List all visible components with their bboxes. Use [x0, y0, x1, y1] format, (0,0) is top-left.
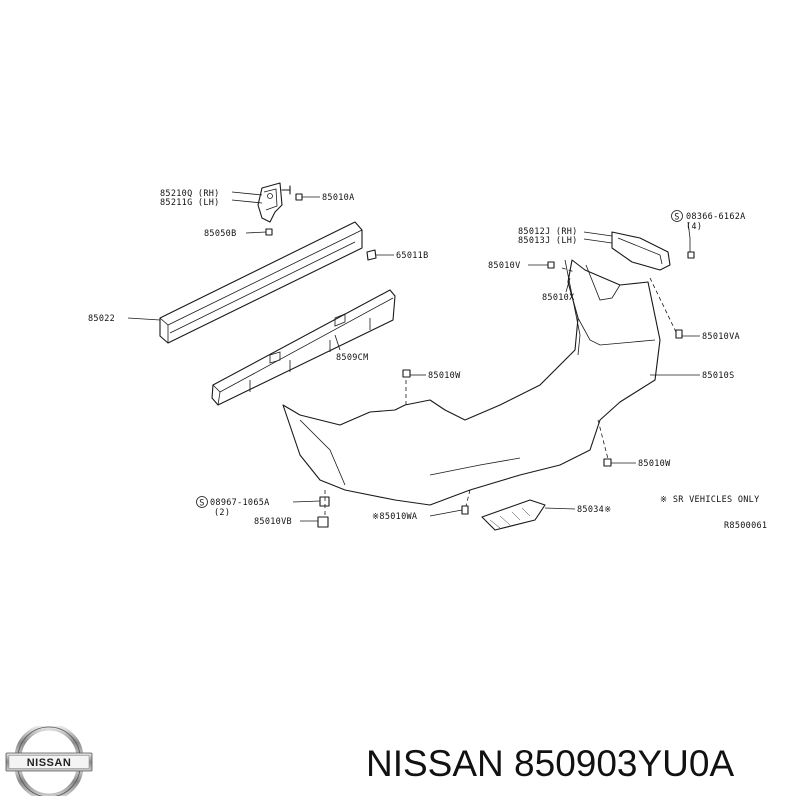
- note-label: ※ SR VEHICLES ONLY: [660, 495, 760, 505]
- part-label: (4): [686, 222, 702, 232]
- part-label: 85010VB: [254, 517, 292, 527]
- part-label: 85010S: [702, 371, 735, 381]
- part-label: 85211G (LH): [160, 198, 220, 208]
- part-label: 8509CM: [336, 353, 369, 363]
- nissan-logo-icon: NISSAN: [5, 726, 93, 796]
- part-label: 65011B: [396, 251, 429, 261]
- leader-lines: [127, 191, 700, 522]
- fastener-parts: [265, 193, 683, 528]
- part-label: ※85010WA: [372, 512, 417, 522]
- part-label: 85034※: [577, 505, 612, 515]
- part-label: 85010V: [488, 261, 521, 271]
- part-label: 85010W: [638, 459, 671, 469]
- part-label: 08366-6162A: [686, 212, 746, 222]
- part-label: 85210Q (RH): [160, 189, 220, 199]
- part-label: 85010A: [322, 193, 355, 203]
- side-bracket: [611, 231, 695, 271]
- part-label: (2): [214, 508, 230, 518]
- screw-symbol: S: [671, 210, 683, 223]
- screw-symbol-letter: S: [674, 213, 679, 223]
- part-label: 85010W: [428, 371, 461, 381]
- bumper-bracket: [257, 182, 291, 223]
- bumper-reinforcement: [159, 221, 363, 344]
- screw-symbol: S: [196, 496, 208, 509]
- part-number-title: NISSAN 850903YU0A: [366, 743, 735, 784]
- alignment-lines: [324, 267, 677, 517]
- part-label: 85013J (LH): [518, 236, 578, 246]
- part-label: 85012J (RH): [518, 227, 578, 237]
- logo-text: NISSAN: [27, 757, 72, 769]
- bumper-cover: [282, 259, 661, 506]
- part-label: 85022: [88, 314, 115, 324]
- screw-symbol-letter: S: [199, 499, 204, 509]
- clip-part: [366, 249, 377, 261]
- part-label: 85010VA: [702, 332, 740, 342]
- part-label: 08967-1065A: [210, 498, 270, 508]
- part-label: 85050B: [204, 229, 237, 239]
- part-label: 85010X: [542, 293, 575, 303]
- lower-garnish: [481, 499, 546, 531]
- diagram-id-label: R8500061: [724, 521, 767, 531]
- energy-absorber: [211, 289, 396, 406]
